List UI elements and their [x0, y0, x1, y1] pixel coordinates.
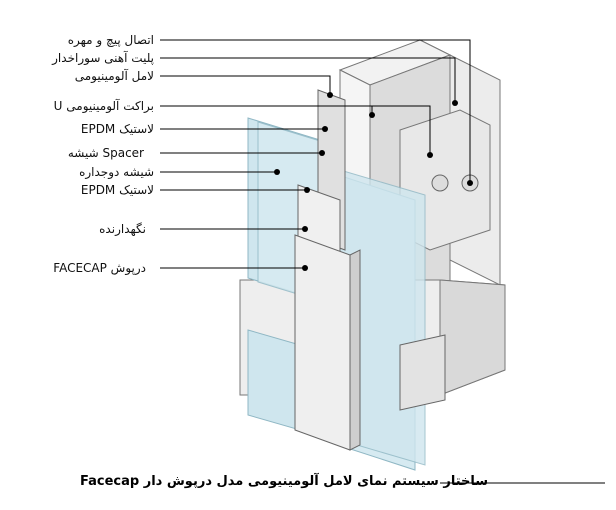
label-double-glazing: شیشه دوجداره — [79, 165, 154, 179]
label-facecap: درپوش FACECAP — [53, 261, 146, 275]
label-spacer: Spacer شیشه — [67, 146, 144, 160]
label-retainer: نگهدارنده — [99, 222, 146, 236]
diagram-caption: ساختار سیستم نمای لامل آلومینیومی مدل در… — [80, 474, 489, 489]
label-epdm-1: لاستیک EPDM — [80, 122, 154, 136]
label-aluminium-lamella: لامل آلومینیومی — [74, 69, 154, 83]
label-bolt-connection: اتصال پیچ و مهره — [67, 33, 154, 47]
label-epdm-2: لاستیک EPDM — [80, 183, 154, 197]
label-u-bracket: براکت آلومینیومی U — [53, 99, 154, 113]
leader-dots — [274, 92, 473, 271]
leader-lines — [160, 39, 605, 484]
label-perforated-plate: پلیت آهنی سوراخدار — [52, 51, 154, 65]
